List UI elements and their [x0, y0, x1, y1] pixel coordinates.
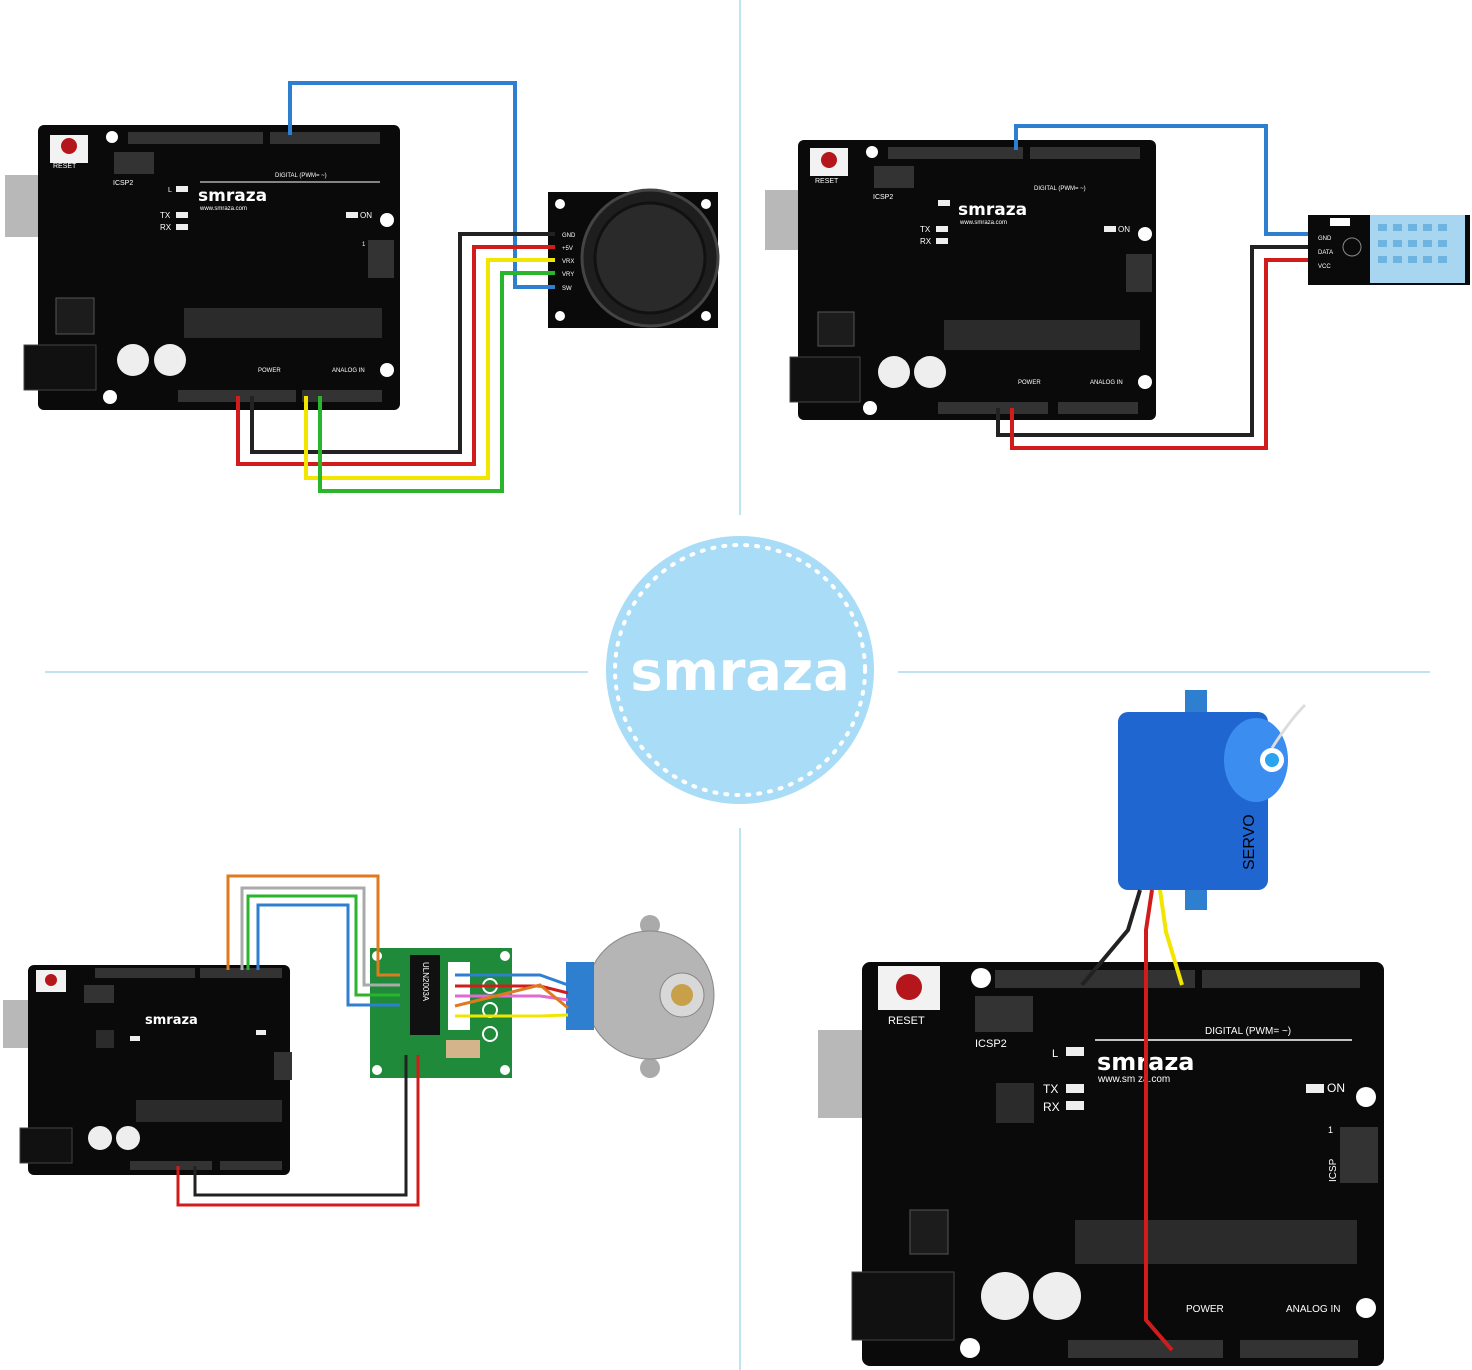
svg-text:DIGITAL (PWM= ~): DIGITAL (PWM= ~) — [1205, 1026, 1291, 1037]
svg-text:POWER: POWER — [258, 368, 281, 374]
svg-text:smraza: smraza — [145, 1013, 198, 1028]
svg-text:RX: RX — [920, 237, 932, 246]
svg-text:TX: TX — [1043, 1082, 1058, 1096]
svg-text:RX: RX — [1043, 1100, 1060, 1114]
svg-text:ICSP2: ICSP2 — [975, 1038, 1007, 1050]
svg-text:TX: TX — [160, 211, 171, 220]
dht-wires — [996, 124, 1308, 450]
svg-text:ULN2003A: ULN2003A — [421, 962, 430, 1002]
svg-text:ICSP: ICSP — [1328, 1158, 1339, 1182]
joystick-knob-icon — [593, 201, 707, 315]
svg-text:ON: ON — [1327, 1081, 1345, 1095]
svg-text:POWER: POWER — [1186, 1304, 1224, 1315]
arduino-board-dht: RESET ICSP2 DIGITAL (PWM= ~) smraza www.… — [765, 140, 1156, 420]
stepper-motor — [566, 915, 715, 1078]
arduino-board-joystick: RESET ICSP2 DIGITAL (PWM= ~) smraza www.… — [5, 125, 400, 410]
svg-text:ANALOG IN: ANALOG IN — [332, 368, 365, 374]
center-logo-text: smraza — [630, 640, 849, 703]
svg-text:SW: SW — [562, 286, 572, 292]
svg-text:ON: ON — [360, 211, 372, 220]
svg-text:+5V: +5V — [562, 246, 573, 252]
svg-text:GND: GND — [562, 233, 576, 239]
svg-text:RESET: RESET — [815, 178, 839, 185]
svg-text:ON: ON — [1118, 225, 1130, 234]
svg-text:www.smraza.com: www.smraza.com — [199, 206, 247, 212]
svg-text:ICSP2: ICSP2 — [873, 194, 893, 201]
dht11-sensor-module: GND DATA VCC — [1308, 215, 1470, 285]
svg-text:DATA: DATA — [1318, 250, 1333, 256]
joystick-module: GND +5V VRX VRY SW — [548, 188, 720, 328]
svg-text:RX: RX — [160, 223, 172, 232]
svg-text:1: 1 — [362, 242, 366, 248]
stepper-wires — [176, 874, 569, 1207]
arduino-board-servo: RESET ICSP2 DIGITAL (PWM= ~) L smraza ww… — [818, 962, 1384, 1366]
svg-text:TX: TX — [920, 225, 931, 234]
uln2003-driver-board: ULN2003A — [370, 948, 512, 1078]
svg-text:VRX: VRX — [562, 259, 574, 265]
svg-text:DIGITAL (PWM= ~): DIGITAL (PWM= ~) — [1034, 186, 1086, 192]
svg-text:www.sm za.com: www.sm za.com — [1097, 1074, 1170, 1085]
svg-text:www.smraza.com: www.smraza.com — [959, 220, 1007, 226]
svg-text:ANALOG IN: ANALOG IN — [1090, 380, 1123, 386]
svg-text:L: L — [168, 187, 172, 194]
svg-text:SERVO: SERVO — [1241, 814, 1258, 870]
reset-button-icon — [896, 974, 922, 1000]
svg-text:smraza: smraza — [198, 186, 267, 206]
reset-button-icon — [61, 138, 77, 154]
arduino-board-stepper: smraza — [3, 965, 292, 1175]
svg-text:DIGITAL (PWM= ~): DIGITAL (PWM= ~) — [275, 173, 327, 179]
center-logo: smraza — [606, 536, 874, 804]
svg-text:GND: GND — [1318, 236, 1332, 242]
svg-text:ANALOG IN: ANALOG IN — [1286, 1304, 1340, 1315]
svg-text:RESET: RESET — [53, 163, 77, 170]
servo-motor: SERVO — [1118, 690, 1307, 910]
svg-text:1: 1 — [1328, 1125, 1333, 1135]
svg-text:L: L — [1052, 1048, 1058, 1060]
joystick-wires — [236, 81, 555, 493]
svg-text:POWER: POWER — [1018, 380, 1041, 386]
svg-text:ICSP2: ICSP2 — [113, 180, 133, 187]
svg-text:smraza: smraza — [958, 200, 1027, 220]
svg-text:RESET: RESET — [888, 1015, 925, 1027]
servo-wires — [1080, 889, 1184, 1352]
svg-text:VRY: VRY — [562, 272, 574, 278]
svg-text:VCC: VCC — [1318, 264, 1331, 270]
